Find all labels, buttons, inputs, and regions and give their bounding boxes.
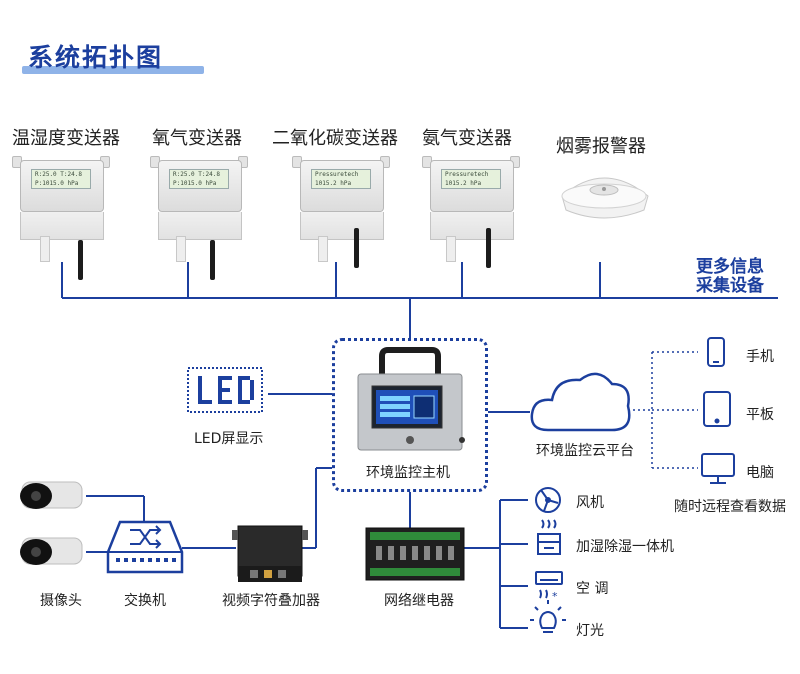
sensor-label-co2: 二氧化碳变送器 [272, 128, 398, 149]
sensor-probe [176, 236, 186, 262]
remote-view-label: 随时远程查看数据 [674, 499, 786, 515]
light-bulb-icon [530, 600, 566, 633]
svg-text:*: * [552, 590, 558, 603]
more-info-line-1: 更多信息 [696, 257, 764, 277]
sensor-probe [446, 236, 456, 262]
video-overlay-label: 视频字符叠加器 [222, 593, 320, 609]
camera-label: 摄像头 [40, 593, 82, 609]
sensor-probe [40, 236, 50, 262]
tablet-icon [703, 391, 731, 427]
phone-icon [707, 337, 725, 367]
humidifier-icon [537, 519, 561, 555]
page-title: 系统拓扑图 [28, 43, 164, 72]
sensor-body [20, 212, 104, 240]
more-info-line-2: 采集设备 [696, 276, 764, 296]
smoke-alarm-label: 烟雾报警器 [556, 136, 646, 157]
sensor-cable [354, 228, 359, 268]
sensor-cable [78, 240, 83, 280]
led-screen-label: LED屏显示 [194, 431, 264, 447]
sensor-body [300, 212, 384, 240]
computer-icon [701, 453, 735, 484]
sensor-probe [318, 236, 328, 262]
sensor-label-temp-humidity: 温湿度变送器 [12, 128, 120, 149]
camera-icon [20, 537, 83, 565]
switch-label: 交换机 [124, 593, 166, 609]
sensor-body [430, 212, 514, 240]
fan-icon [535, 487, 561, 513]
title-underline [22, 66, 204, 74]
device-label-computer: 电脑 [746, 465, 774, 481]
device-label-tablet: 平板 [746, 407, 774, 423]
output-label-humidifier: 加湿除湿一体机 [576, 539, 674, 555]
sensor-label-oxygen: 氧气变送器 [152, 128, 242, 149]
host-dotted-frame [332, 338, 488, 492]
sensor-cable [210, 240, 215, 280]
sensor-body [158, 212, 242, 240]
camera-icon [20, 481, 83, 509]
device-label-phone: 手机 [746, 349, 774, 365]
air-conditioner-icon: * [535, 571, 563, 603]
sensor-label-ammonia: 氨气变送器 [422, 128, 512, 149]
output-label-air-conditioner: 空 调 [576, 581, 609, 597]
relay-label: 网络继电器 [384, 593, 454, 609]
output-label-fan: 风机 [576, 495, 604, 511]
cloud-label: 环境监控云平台 [536, 443, 634, 459]
host-label: 环境监控主机 [366, 465, 450, 481]
output-label-light: 灯光 [576, 623, 604, 639]
sensor-cable [486, 228, 491, 268]
